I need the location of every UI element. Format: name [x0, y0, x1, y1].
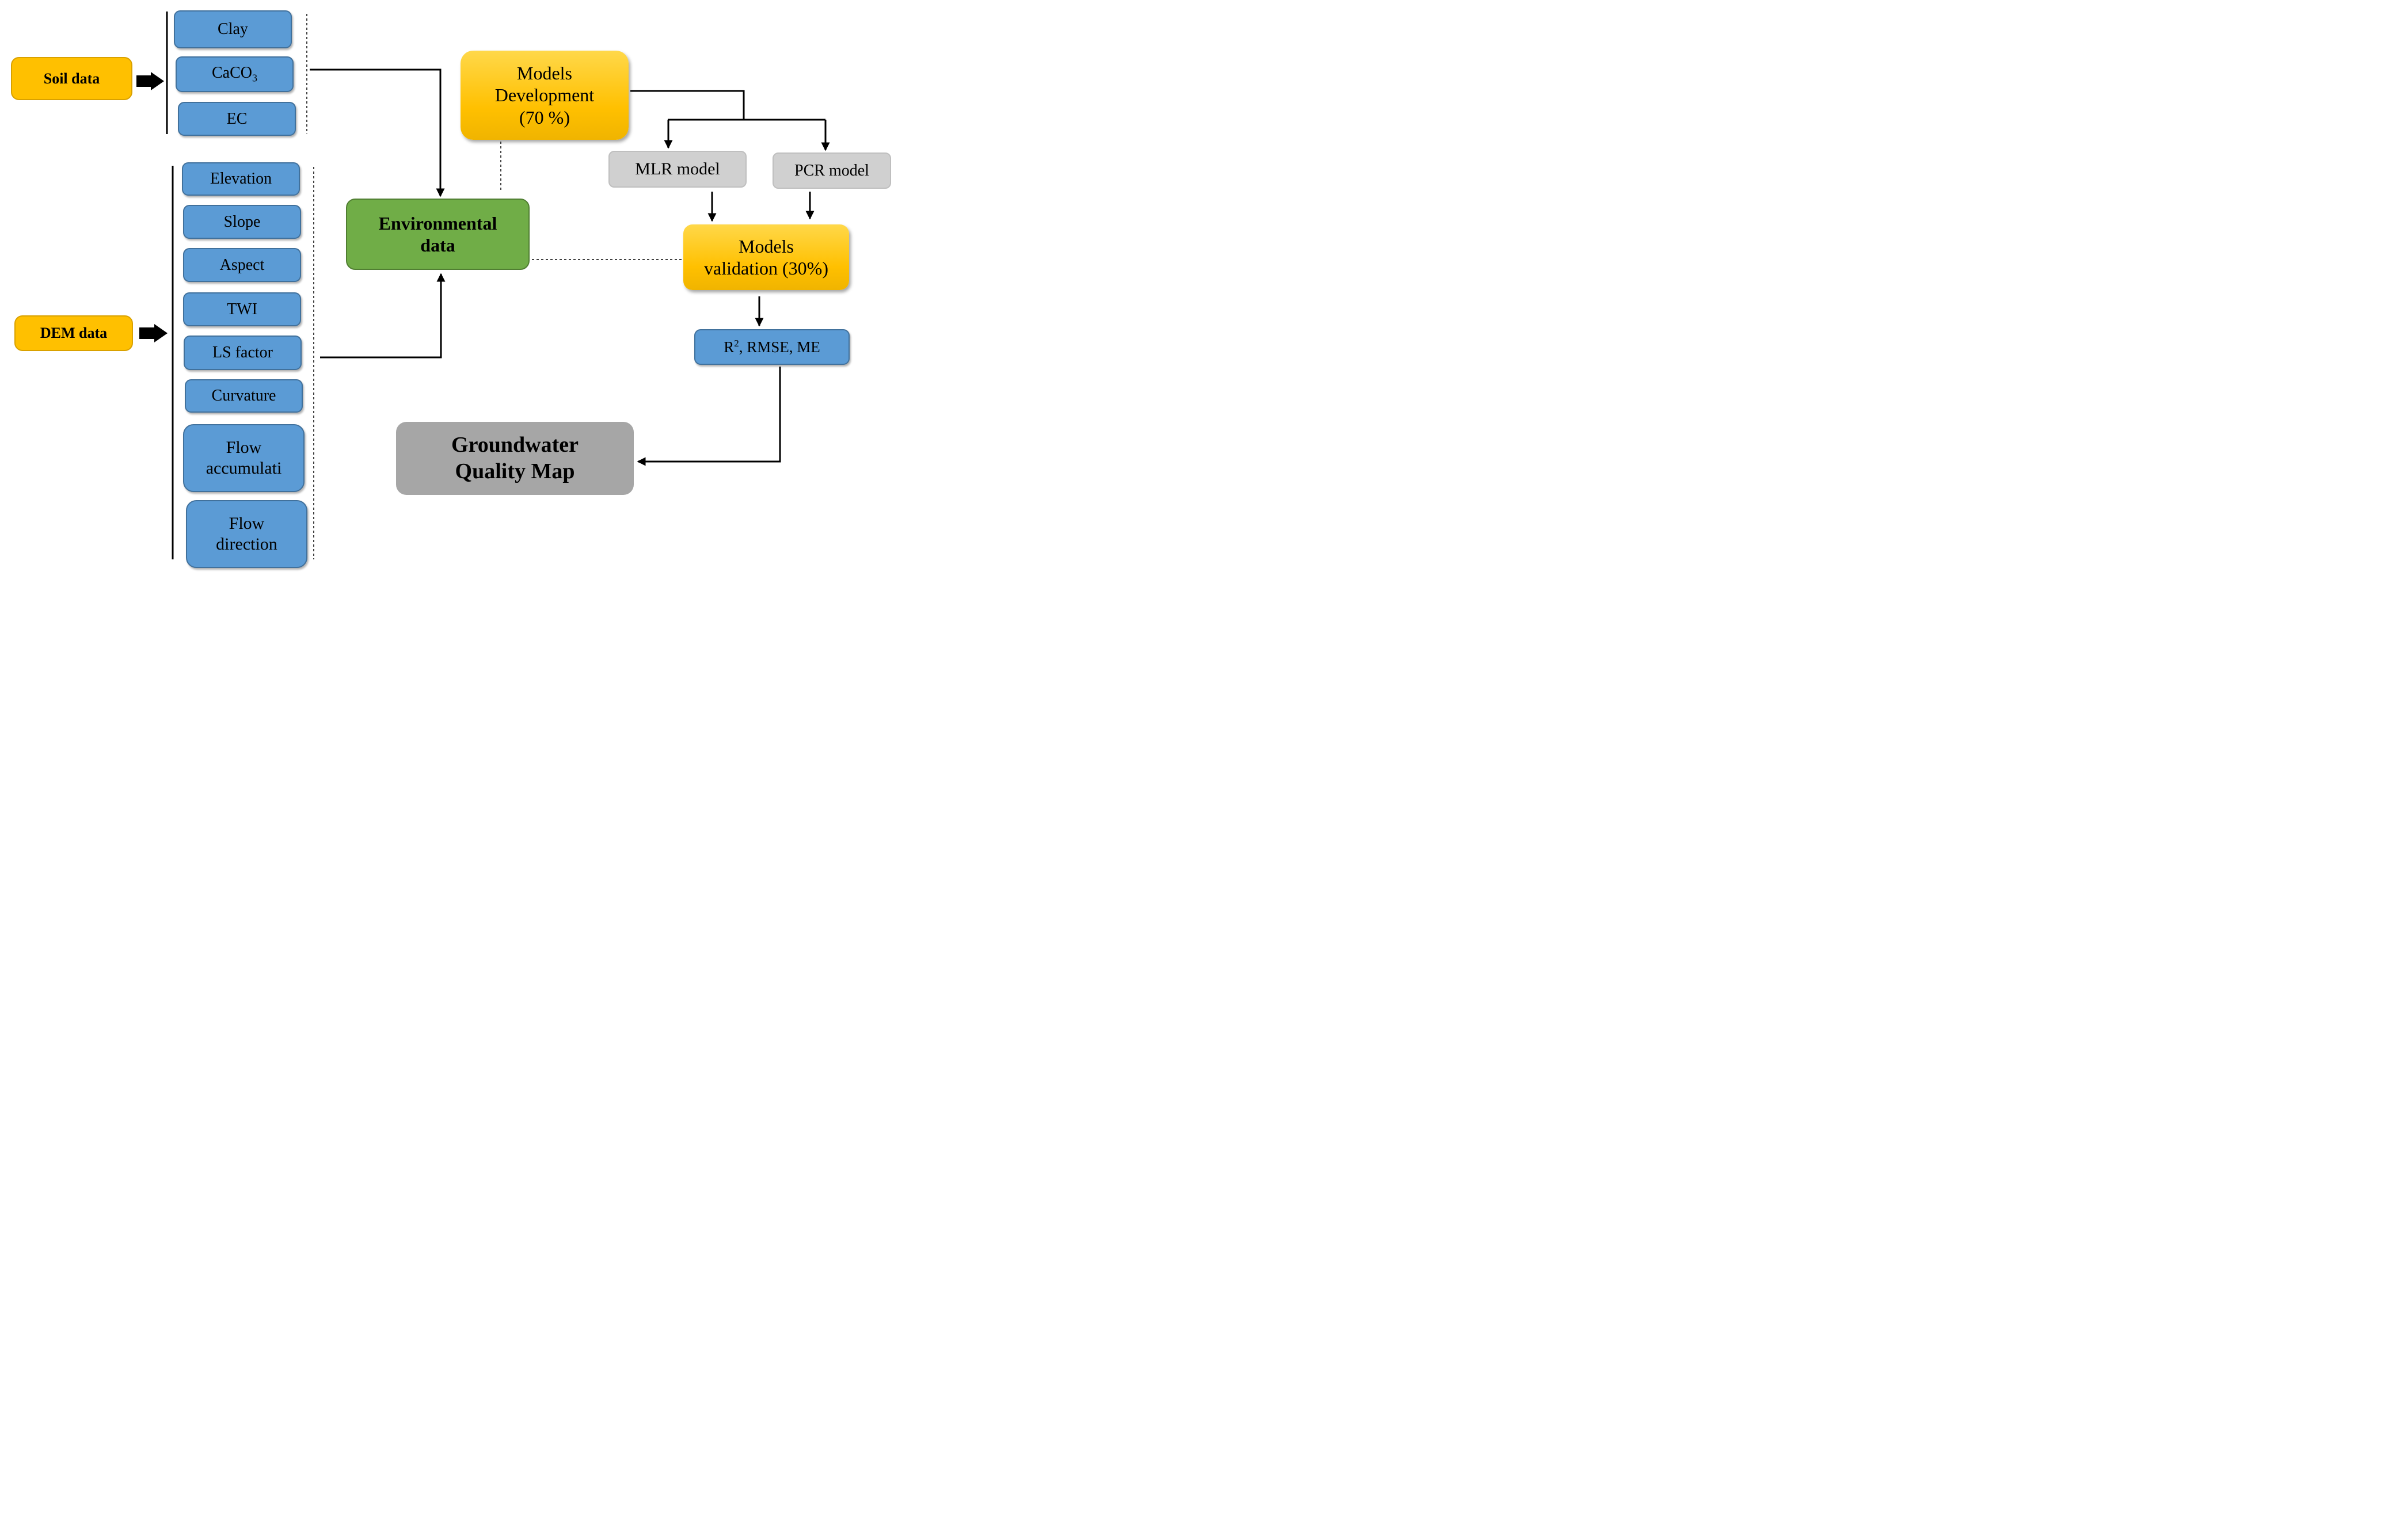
models-development-box: Models Development (70 %)	[461, 51, 629, 140]
soil-data-label: Soil data	[43, 70, 100, 87]
soil-layer-caco3: CaCO3	[176, 56, 294, 92]
environmental-data-box: Environmental data	[346, 199, 530, 270]
soil-layer-ec: EC	[178, 102, 296, 136]
metrics-to-output-connector	[637, 367, 781, 466]
dem-layer-flow-direction: Flow direction	[186, 500, 307, 568]
groundwater-quality-map-box: Groundwater Quality Map	[396, 422, 634, 495]
models-validation-label: Models validation (30%)	[704, 235, 828, 279]
caco3-subscript: 3	[252, 73, 257, 84]
dem-layer-flow-accumulation: Flow accumulati	[183, 424, 305, 492]
dem-layer-aspect: Aspect	[183, 248, 301, 282]
mlr-model-box: MLR model	[608, 151, 747, 188]
metrics-label: R2, RMSE, ME	[724, 337, 820, 356]
soil-layer-clay: Clay	[174, 10, 292, 48]
dem-layer-elevation: Elevation	[182, 162, 300, 196]
dem-data-box: DEM data	[14, 315, 133, 351]
caco3-label: CaCO	[212, 64, 252, 82]
models-development-label: Models Development (70 %)	[494, 62, 595, 128]
soil-data-box: Soil data	[11, 57, 132, 100]
connector-layer	[136, 12, 830, 559]
mlr-model-label: MLR model	[635, 159, 720, 178]
metrics-box: R2, RMSE, ME	[694, 329, 850, 365]
development-branch-connector	[630, 90, 745, 120]
soil-block-arrow	[136, 72, 164, 90]
dem-layer-curvature: Curvature	[185, 379, 303, 413]
groundwater-quality-map-label: Groundwater Quality Map	[451, 432, 579, 483]
models-validation-box: Models validation (30%)	[683, 224, 849, 290]
dem-data-label: DEM data	[40, 325, 108, 342]
soil-to-environmental-connector	[310, 68, 445, 197]
dem-layer-twi: TWI	[183, 292, 301, 326]
pcr-model-box: PCR model	[773, 153, 891, 189]
dem-layer-ls-factor: LS factor	[184, 336, 302, 370]
dem-block-arrow	[139, 324, 168, 342]
environmental-data-label: Environmental data	[378, 212, 497, 256]
flowchart-canvas: Soil data DEM data Clay CaCO3 EC Elevati…	[0, 0, 901, 579]
dem-layer-slope: Slope	[183, 205, 301, 239]
dem-to-environmental-connector	[320, 273, 446, 359]
pcr-model-label: PCR model	[794, 161, 869, 180]
